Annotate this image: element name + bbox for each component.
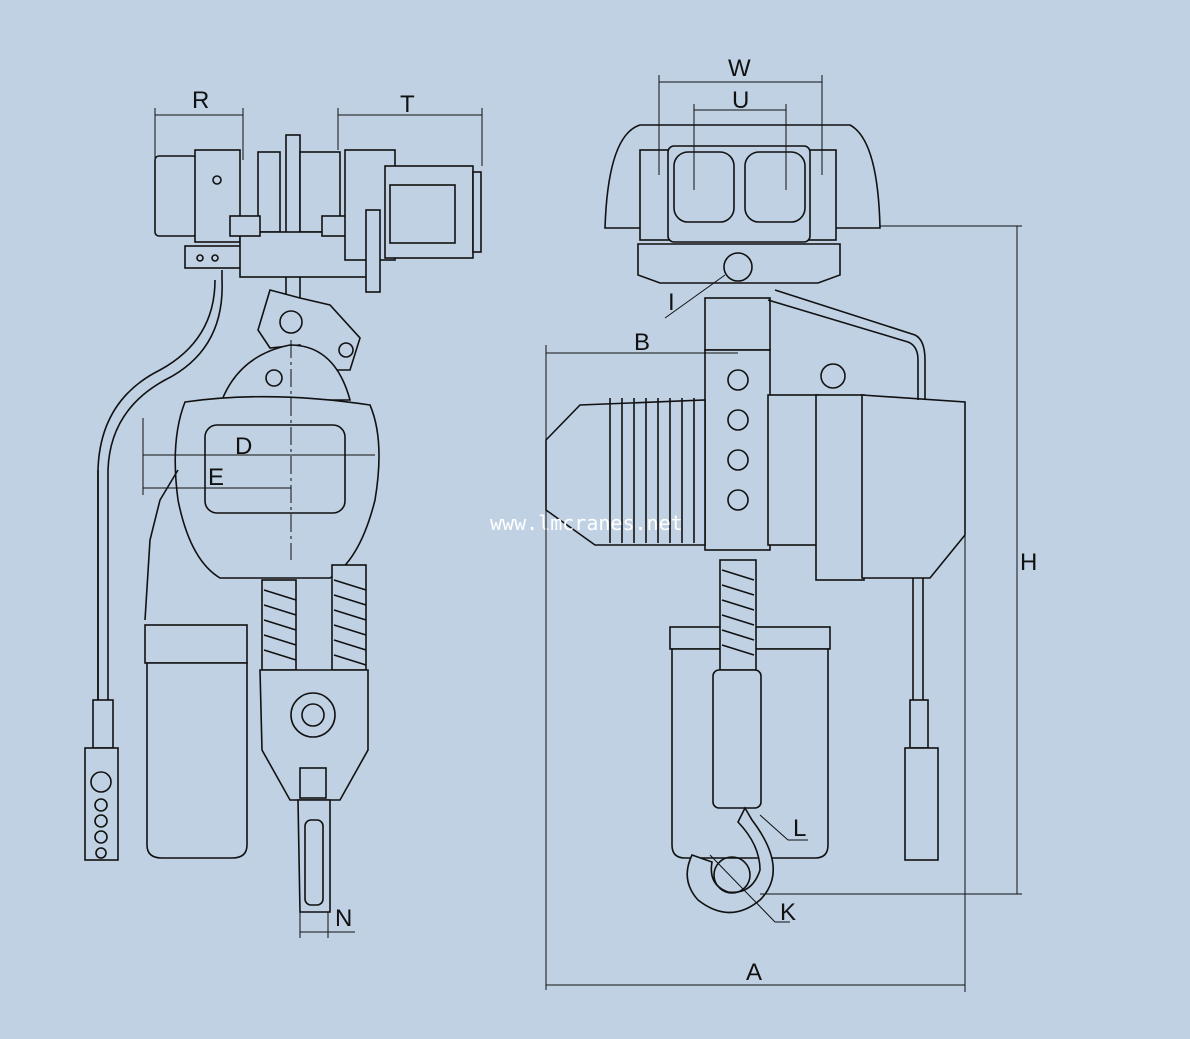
dimension-lines (142, 75, 1022, 992)
dim-label-k: K (780, 899, 796, 926)
dim-label-u: U (732, 87, 749, 114)
dim-label-h: H (1020, 549, 1037, 576)
side-view (84, 134, 482, 913)
dim-label-n: N (335, 905, 352, 932)
dim-label-r: R (192, 87, 209, 114)
dimension-labels: R T W U D E B I H L K N A (192, 55, 1037, 986)
front-view: www.lmcranes.net (490, 124, 966, 914)
dim-label-b: B (634, 329, 650, 356)
dim-label-l: L (793, 815, 806, 842)
watermark: www.lmcranes.net (490, 511, 683, 535)
dim-label-w: W (728, 55, 751, 82)
dim-label-d: D (235, 433, 252, 460)
dim-label-a: A (746, 959, 762, 986)
dim-label-t: T (400, 91, 415, 118)
dim-label-e: E (208, 464, 224, 491)
dim-label-i: I (668, 289, 675, 316)
